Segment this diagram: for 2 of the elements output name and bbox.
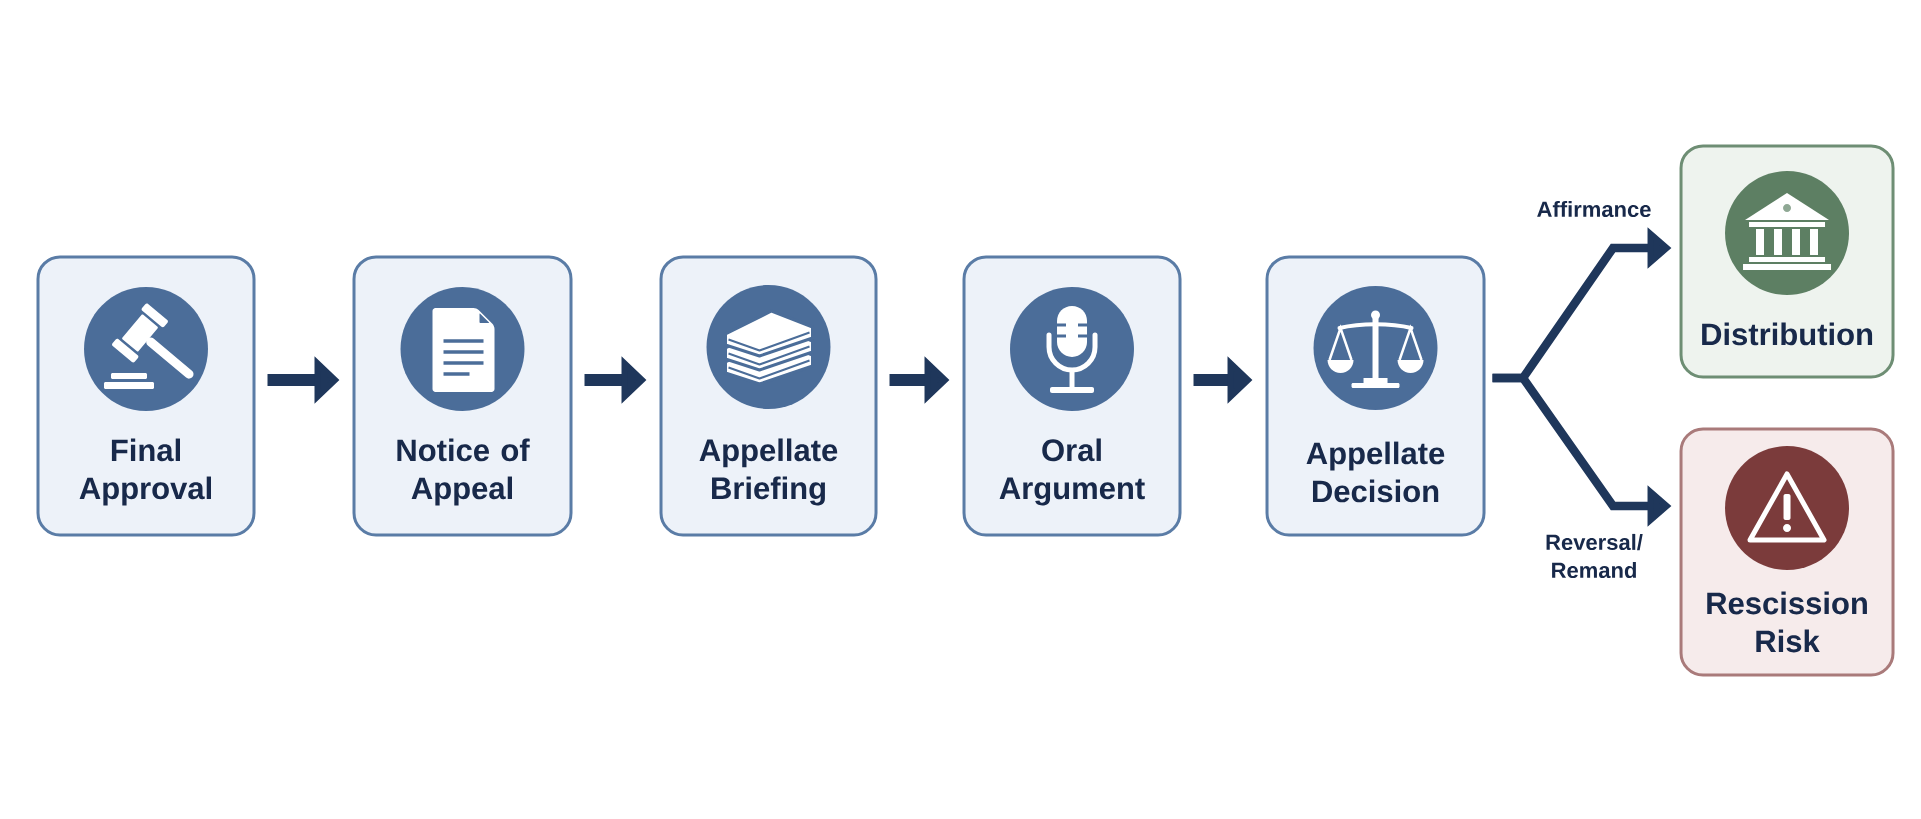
edge-label: Affirmance [1532, 198, 1656, 220]
edge-label: Reversal/ Remand [1532, 531, 1656, 581]
